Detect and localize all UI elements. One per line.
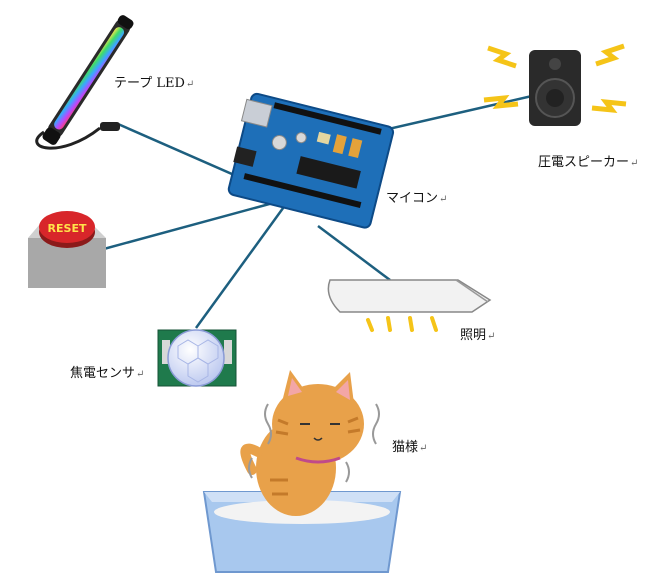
reset-text: RESET: [48, 222, 87, 235]
speaker-label: 圧電スピーカー↵: [538, 151, 638, 170]
return-mark: ↵: [419, 443, 428, 454]
return-mark: ↵: [487, 331, 496, 342]
microcontroller-label: マイコン↵: [386, 187, 447, 206]
reset-button-icon: RESET: [28, 211, 106, 288]
return-mark: ↵: [630, 158, 639, 169]
piezo-speaker-icon: [483, 43, 627, 126]
wire-sensor: [194, 203, 288, 329]
wire-reset: [99, 198, 285, 252]
microcontroller-label-text: マイコン: [386, 191, 439, 206]
return-mark: ↵: [136, 369, 145, 380]
tape-led-icon: [35, 15, 134, 150]
light-label: 照明↵: [460, 324, 495, 343]
cat-label-text: 猫様: [392, 440, 419, 455]
return-mark: ↵: [185, 79, 195, 90]
cat-label: 猫様↵: [392, 436, 427, 455]
pyroelectric-sensor-icon: [157, 329, 237, 387]
tape-led-label-text: テープ LED: [114, 76, 185, 91]
microcontroller-board-icon: [227, 92, 395, 229]
light-fixture-icon: [327, 279, 492, 332]
wire-light: [317, 225, 391, 281]
return-mark: ↵: [439, 194, 448, 205]
pyro-sensor-label: 焦電センサ↵: [70, 362, 144, 381]
speaker-label-text: 圧電スピーカー: [538, 155, 630, 170]
pyro-sensor-label-text: 焦電センサ: [70, 366, 136, 381]
cat-icon: [202, 370, 402, 573]
light-label-text: 照明: [460, 328, 487, 343]
tape-led-label: テープ LED↵: [114, 72, 194, 91]
